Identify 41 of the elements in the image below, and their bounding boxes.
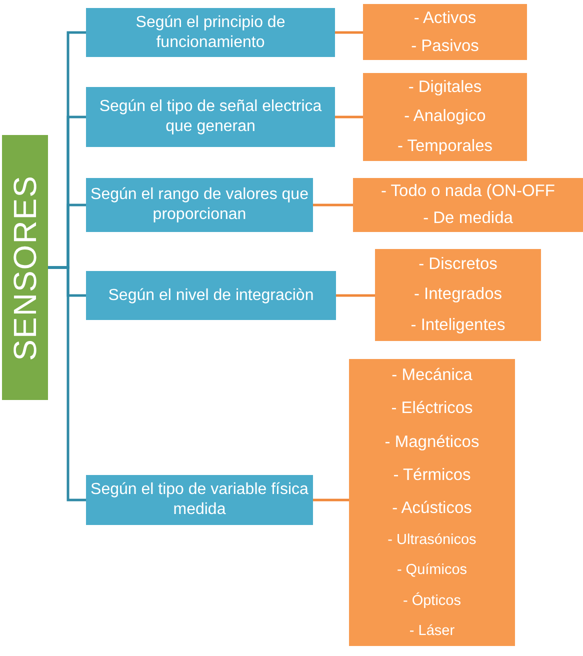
list-box xyxy=(363,73,527,161)
category-box xyxy=(86,87,335,147)
category-box xyxy=(86,271,336,320)
connector-line xyxy=(335,116,363,118)
connector-line xyxy=(313,498,349,502)
list-item: - Ultrasónicos xyxy=(388,532,476,548)
list-box xyxy=(353,178,583,232)
category-label: Según el tipo de señal electrica que generan xyxy=(98,97,323,137)
connector-line xyxy=(336,294,375,297)
list-box xyxy=(363,4,527,60)
root-box xyxy=(2,135,48,400)
list-item: - Todo o nada (ON-OFF xyxy=(381,182,555,201)
category-label: Según el rango de valores que proporcionan xyxy=(90,185,309,225)
list-item: - Integrados xyxy=(414,285,502,304)
list-item: - Digitales xyxy=(408,78,482,98)
list-item: - Magnéticos xyxy=(384,432,480,452)
list-box xyxy=(349,359,515,646)
list-item: - Pasivos xyxy=(411,36,479,56)
list-item: - De medida xyxy=(423,209,513,228)
list-item: - Temporales xyxy=(397,136,493,156)
list-item: - Activos xyxy=(414,8,476,28)
list-item: - Inteligentes xyxy=(410,316,506,336)
list-box xyxy=(375,249,541,341)
list-item: - Térmicos xyxy=(393,466,471,485)
root-label: SENSORES xyxy=(6,174,44,360)
list-item: - Láser xyxy=(409,622,455,639)
list-item: - Ópticos xyxy=(402,592,461,609)
category-label: Según el nivel de integraciòn xyxy=(108,286,314,306)
list-item: - Analogico xyxy=(404,107,486,126)
connector-line xyxy=(313,204,353,206)
category-box xyxy=(86,178,313,232)
list-item: - Químicos xyxy=(396,562,468,578)
category-label: Según el tipo de variable física medida xyxy=(90,480,309,520)
list-item: - Eléctricos xyxy=(391,399,473,418)
category-label: Según el principio de funcionamiento xyxy=(134,12,286,52)
list-item: - Discretos xyxy=(418,254,498,274)
list-item: - Mecánica xyxy=(392,366,472,386)
connector-line xyxy=(48,266,86,502)
connector-line xyxy=(335,31,363,34)
category-box xyxy=(86,8,335,57)
list-item: - Acústicos xyxy=(392,498,472,518)
